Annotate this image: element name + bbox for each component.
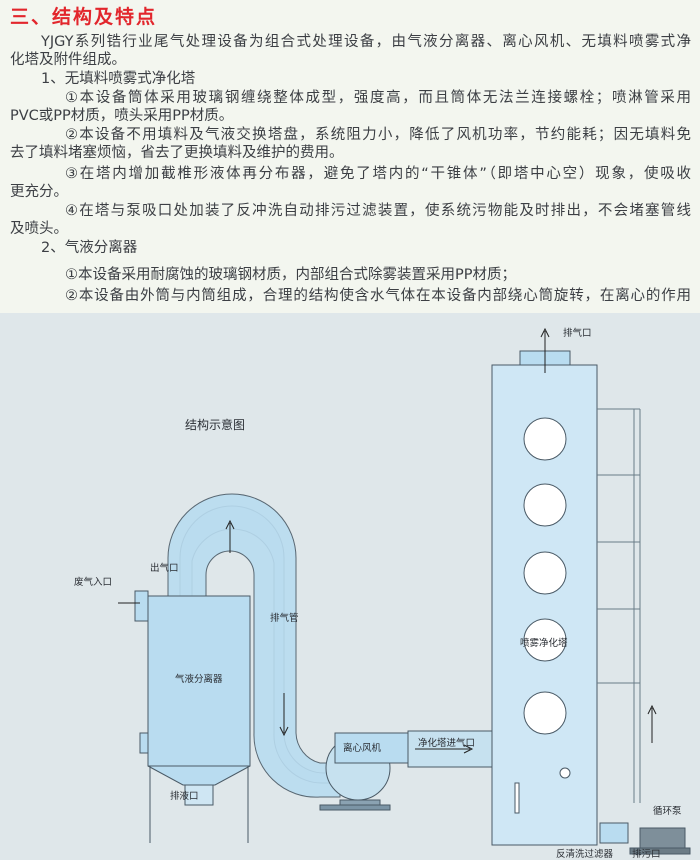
paragraph-line: PVC或PP材质，喷头采用PP材质。	[10, 108, 234, 124]
paragraph-line: ②本设备不用填料及气液交换塔盘，系统阻力小，降低了风机功率，节约能耗；因无填料免	[65, 127, 691, 143]
diagram-title: 结构示意图	[185, 418, 246, 432]
label-waste-inlet: 废气入口	[74, 577, 113, 588]
subheading: 2、气液分离器	[41, 240, 138, 256]
paragraph-line: ④在塔与泵吸口处加装了反冲洗自动排污过滤装置，使系统污物能及时排出，不会堵塞管线	[65, 203, 691, 219]
label-backwash-filter: 反清洗过滤器	[556, 849, 614, 860]
label-outlet: 出气口	[150, 563, 179, 574]
separator-cone	[147, 765, 251, 786]
paragraph-line: ①本设备筒体采用玻璃钢缠绕整体成型，强度高，而且筒体无法兰连接螺栓；喷淋管采用	[65, 90, 691, 106]
label-sewage: 排污口	[632, 849, 661, 860]
diagram-drawing	[118, 327, 691, 855]
section-title: 三、结构及特点	[10, 6, 158, 28]
paragraph-line: ③在塔内增加截椎形液体再分布器，避免了塔内的“干锥体”（即塔中心空）现象，使吸收	[65, 166, 691, 182]
separator-body	[147, 595, 251, 767]
paragraph-line: ①本设备采用耐腐蚀的玻璃钢材质，内部组合式除雾装置采用PP材质；	[65, 267, 516, 283]
label-separator: 气液分离器	[175, 674, 223, 685]
waste-inlet	[134, 590, 149, 622]
backwash-filter	[599, 822, 629, 844]
subheading: 1、无填料喷雾式净化塔	[41, 71, 196, 87]
paragraph-line: YJGY系列锆行业尾气处理设备为组合式处理设备，由气液分离器、离心风机、无填料喷…	[41, 34, 691, 50]
label-drain: 排液口	[170, 791, 199, 802]
label-tower-inlet: 净化塔进气口	[418, 738, 476, 749]
label-fan: 离心风机	[343, 743, 382, 754]
label-exhaust-pipe: 排气管	[270, 613, 299, 624]
paragraph-line: 更充分。	[10, 184, 68, 200]
label-tower-exhaust: 排气口	[563, 328, 592, 339]
label-tower: 喷雾净化塔	[520, 638, 568, 649]
paragraph-line: 化塔及附件组成。	[10, 52, 126, 68]
paragraph-line: 及喷头。	[10, 221, 68, 237]
structure-diagram: 结构示意图 出气口 废气入口 排气管 气液分离器 排液口 离心风机 净化塔进气口…	[0, 313, 700, 860]
circulation-pump	[639, 827, 686, 849]
label-pump: 循环泵	[653, 806, 682, 817]
paragraph-line: 去了填料堵塞烦恼，省去了更换填料及维护的费用。	[10, 145, 344, 161]
drain-box	[184, 784, 214, 806]
paragraph-line: ②本设备由外筒与内筒组成，合理的结构使含水气体在本设备内部绕心筒旋转，在离心的作…	[65, 288, 691, 304]
